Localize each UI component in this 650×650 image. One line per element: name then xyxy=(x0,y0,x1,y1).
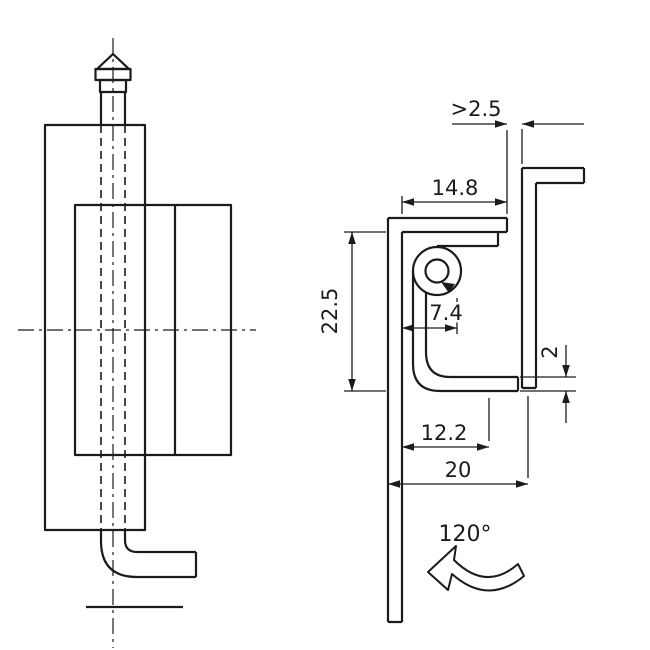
dim-clearance-lines xyxy=(452,123,584,164)
dimension-arrow xyxy=(562,365,570,377)
front-view xyxy=(18,38,256,648)
pin-hidden-lines xyxy=(100,125,126,530)
pin-bent-end xyxy=(99,530,198,579)
pin-neck xyxy=(98,78,128,94)
bottom-flange-profile xyxy=(411,271,520,393)
dim-thickness-label: 2 xyxy=(538,345,562,358)
hinge-pin-section xyxy=(424,258,450,284)
dimension-arrow xyxy=(402,324,414,332)
dim-thickness-lines xyxy=(520,345,576,423)
dim-pin-offset-label: 7.4 xyxy=(429,301,462,325)
dimension-arrow xyxy=(562,391,570,403)
profile-view xyxy=(386,166,586,624)
leaf-plate xyxy=(386,218,404,624)
mounting-plate xyxy=(43,123,147,532)
dim-inner-depth-lines xyxy=(402,398,490,448)
dim-top-width-label: 14.8 xyxy=(432,176,479,200)
dim-height-label: 22.5 xyxy=(318,288,342,335)
knuckle-curl xyxy=(411,245,463,297)
dimension-arrow xyxy=(348,232,356,244)
dimension-arrow xyxy=(495,198,507,206)
dimension-arrow xyxy=(445,324,457,332)
frame-profile xyxy=(520,166,586,390)
curl-end-arrow-icon xyxy=(441,282,455,293)
dim-height-lines xyxy=(344,231,386,392)
dim-overall-depth-lines xyxy=(388,396,529,485)
dim-top-width-lines xyxy=(401,130,508,214)
pin-shaft xyxy=(99,92,127,125)
dimension-arrow xyxy=(522,120,534,128)
top-flange xyxy=(388,216,509,248)
hinge-body xyxy=(73,203,233,457)
dimension-arrow xyxy=(348,379,356,391)
rotation-arrow-icon xyxy=(427,545,525,592)
dimension-arrow xyxy=(402,443,414,451)
dim-clearance-label: >2.5 xyxy=(451,97,502,121)
dimension-arrow xyxy=(388,480,400,488)
dim-opening-angle-label: 120° xyxy=(439,522,492,547)
dimension-arrow xyxy=(516,480,528,488)
dim-inner-depth-label: 12.2 xyxy=(421,421,468,445)
dimension-arrow xyxy=(402,198,414,206)
dimension-arrow xyxy=(495,120,507,128)
dimension-arrow xyxy=(477,443,489,451)
dimensions: 14.8 >2.5 22.5 7.4 2 12.2 20 120° xyxy=(316,95,584,592)
dim-overall-depth-label: 20 xyxy=(445,458,472,482)
